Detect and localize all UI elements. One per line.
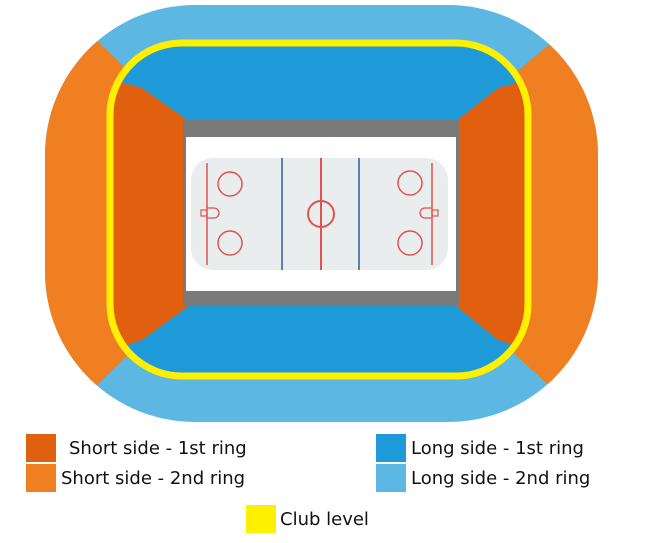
short-side-1st-ring-left[interactable] bbox=[113, 80, 190, 350]
legend-short-side-1st: Short side - 1st ring bbox=[26, 434, 247, 462]
right-goal-net bbox=[431, 209, 439, 217]
legend-long-side-2nd: Long side - 2nd ring bbox=[376, 464, 590, 492]
short-side-1st-ring-right[interactable] bbox=[455, 80, 527, 350]
faceoff-circle-right-bottom bbox=[397, 230, 423, 256]
legend-swatch-short-side-1st bbox=[26, 434, 56, 462]
legend-swatch-club-level bbox=[246, 505, 276, 533]
legend-swatch-long-side-2nd bbox=[376, 464, 406, 492]
faceoff-circle-right-top bbox=[397, 170, 423, 196]
club-level-ring[interactable] bbox=[106, 39, 532, 380]
legend-club-level: Club level bbox=[246, 505, 369, 533]
right-goal-crease bbox=[419, 207, 432, 219]
legend-swatch-long-side-1st bbox=[376, 434, 406, 462]
ice-surface bbox=[191, 158, 448, 270]
arena-seating-map bbox=[45, 5, 598, 422]
legend-long-side-1st: Long side - 1st ring bbox=[376, 434, 584, 462]
center-faceoff-circle bbox=[307, 200, 335, 228]
left-goal-net bbox=[200, 209, 208, 217]
legend-label-long-side-1st: Long side - 1st ring bbox=[411, 437, 584, 459]
legend-label-short-side-1st: Short side - 1st ring bbox=[69, 437, 247, 459]
faceoff-circle-left-top bbox=[217, 171, 243, 197]
legend-label-short-side-2nd: Short side - 2nd ring bbox=[61, 467, 246, 489]
faceoff-circle-left-bottom bbox=[217, 230, 243, 256]
legend-swatch-short-side-2nd bbox=[26, 464, 56, 492]
legend-label-long-side-2nd: Long side - 2nd ring bbox=[411, 467, 591, 489]
left-goal-crease bbox=[207, 207, 220, 219]
legend-label-club-level: Club level bbox=[280, 508, 369, 530]
legend-short-side-2nd: Short side - 2nd ring bbox=[26, 464, 245, 492]
